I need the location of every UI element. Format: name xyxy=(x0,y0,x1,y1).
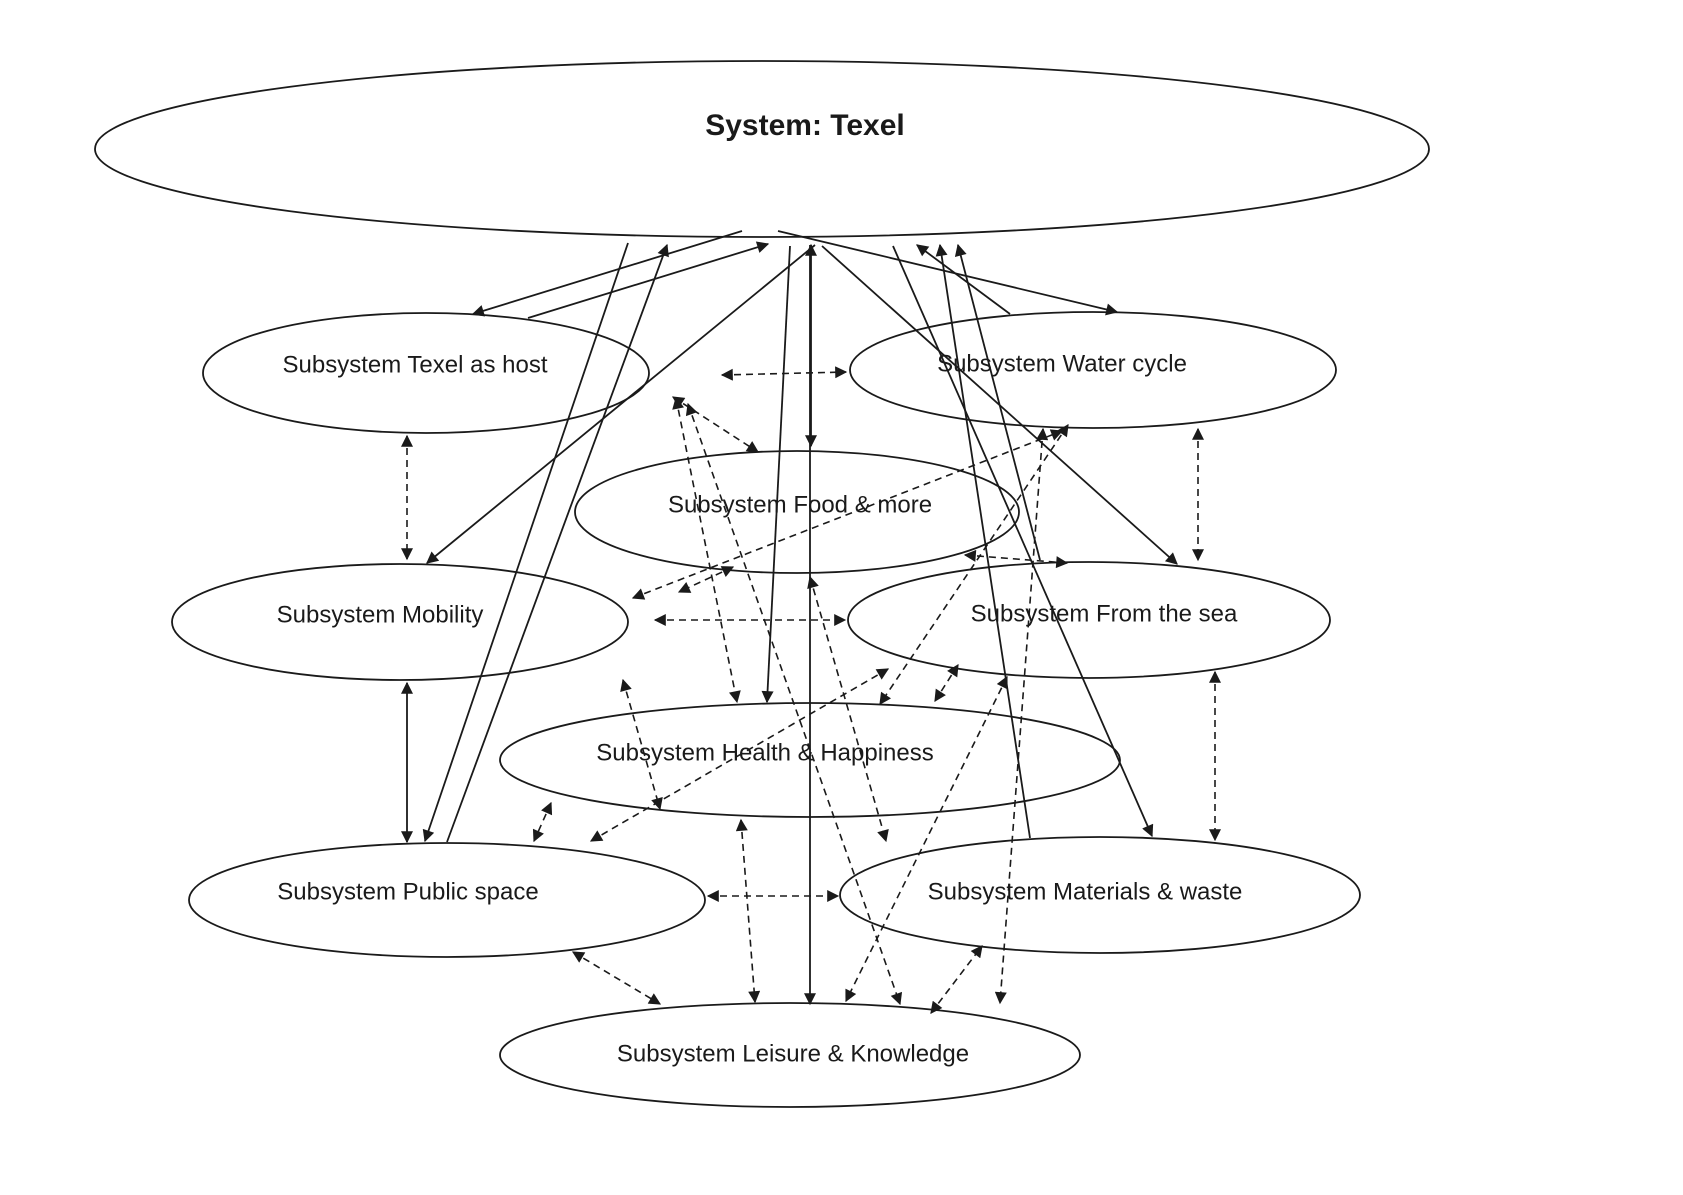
node-fromsea-label: Subsystem From the sea xyxy=(971,600,1238,627)
edges-layer xyxy=(401,230,1221,1014)
edge-host-water xyxy=(720,366,848,381)
edge-system-public xyxy=(422,242,629,843)
node-public-label: Subsystem Public space xyxy=(277,878,538,905)
edge-fromsea-health xyxy=(934,663,959,703)
edge-water-system xyxy=(916,244,1011,315)
node-mobility-ellipse xyxy=(171,563,629,681)
node-health-label: Subsystem Health & Happiness xyxy=(596,739,934,766)
edge-mobility-water xyxy=(631,429,1064,600)
node-mobility-label: Subsystem Mobility xyxy=(277,601,484,628)
node-water-ellipse xyxy=(849,311,1337,429)
edge-system-mobility xyxy=(426,244,816,564)
edge-system-host xyxy=(471,230,743,317)
edge-system-water xyxy=(777,230,1119,316)
node-host-ellipse xyxy=(202,312,650,434)
edge-health-leisure xyxy=(735,818,761,1004)
edge-health-public xyxy=(532,801,553,843)
edge-food-fromsea xyxy=(963,549,1069,569)
nodes-layer xyxy=(94,60,1430,1108)
edge-public-leisure xyxy=(571,951,662,1005)
node-host-label: Subsystem Texel as host xyxy=(282,351,547,378)
node-system-ellipse xyxy=(94,60,1430,238)
edge-host-system xyxy=(527,241,770,319)
node-materials-label: Subsystem Materials & waste xyxy=(928,878,1243,905)
edge-fromsea-leisure xyxy=(845,675,1008,1003)
node-leisure-label: Subsystem Leisure & Knowledge xyxy=(617,1040,969,1067)
node-water-label: Subsystem Water cycle xyxy=(937,350,1187,377)
node-system-label: System: Texel xyxy=(705,109,905,142)
edge-host-food xyxy=(671,396,760,453)
node-food-label: Subsystem Food & more xyxy=(668,491,932,518)
edge-fromsea-public xyxy=(589,668,890,842)
edge-leisure-materials xyxy=(930,945,983,1014)
edge-public-system xyxy=(446,243,669,843)
